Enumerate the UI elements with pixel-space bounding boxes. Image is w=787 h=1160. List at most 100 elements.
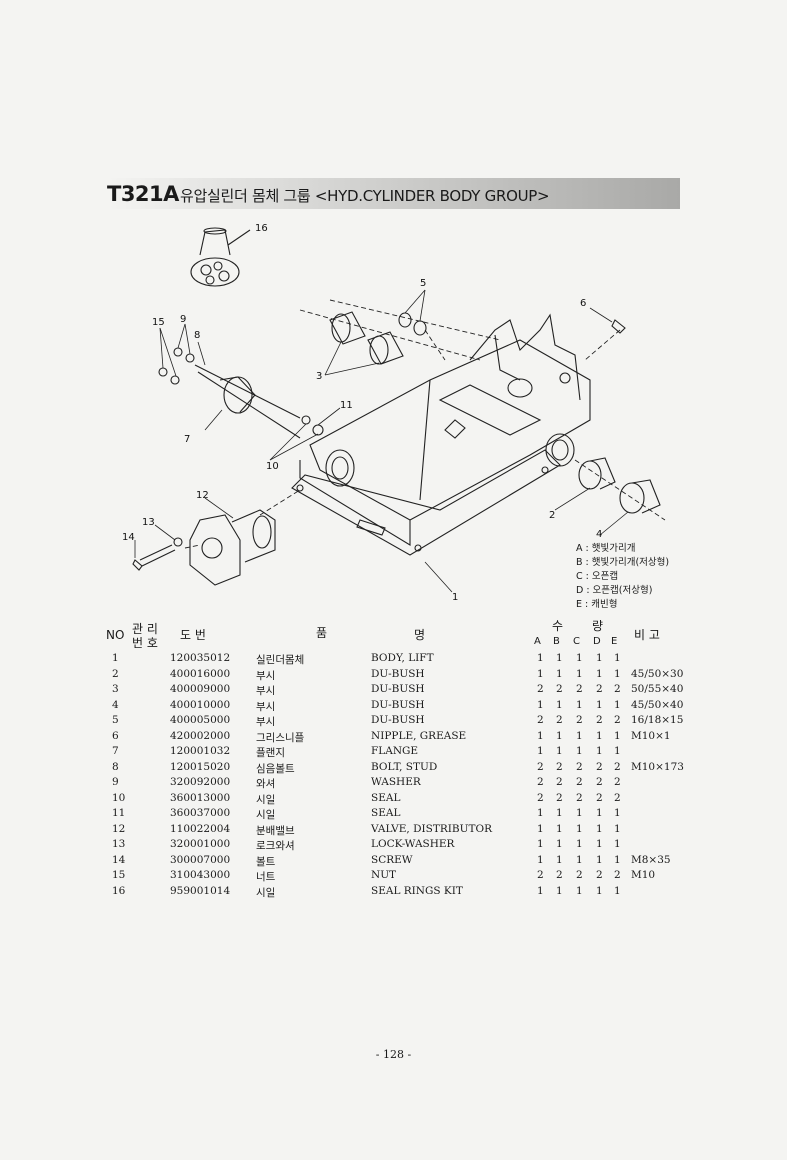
row-qty-c: 1 xyxy=(576,667,583,680)
callout-16: 16 xyxy=(255,223,268,234)
row-name-korean: 시일 xyxy=(256,793,276,806)
row-qty-c: 1 xyxy=(576,729,583,742)
row-qty-b: 1 xyxy=(556,822,563,835)
callout-13: 13 xyxy=(142,517,155,528)
row-drawing-number: 400016000 xyxy=(170,667,231,680)
callout-11: 11 xyxy=(340,400,353,411)
header-variant-d: D xyxy=(593,636,601,647)
row-qty-c: 1 xyxy=(576,807,583,819)
row-number: 8 xyxy=(112,760,119,773)
row-qty-e: 2 xyxy=(614,683,621,695)
row-qty-c: 2 xyxy=(576,714,583,726)
row-qty-c: 1 xyxy=(576,838,583,850)
row-name-korean: 부시 xyxy=(256,669,276,682)
row-name-english: BODY, LIFT xyxy=(371,652,434,664)
row-qty-d: 1 xyxy=(596,652,603,664)
header-bar xyxy=(107,178,680,209)
row-number: 14 xyxy=(112,853,126,866)
row-drawing-number: 420002000 xyxy=(170,729,231,742)
row-qty-d: 1 xyxy=(596,698,603,711)
header-variant-b: B xyxy=(553,636,560,647)
header-name-1: 품 xyxy=(316,626,328,640)
row-qty-c: 1 xyxy=(576,745,583,757)
row-qty-a: 1 xyxy=(537,745,544,757)
row-name-korean: 분배밸브 xyxy=(256,824,295,837)
header-qty-2: 량 xyxy=(592,619,604,633)
row-qty-d: 1 xyxy=(596,884,603,897)
flange-illustration xyxy=(194,364,301,439)
row-qty-d: 2 xyxy=(596,760,603,773)
row-name-english: NUT xyxy=(371,869,397,881)
row-drawing-number: 300007000 xyxy=(170,853,231,866)
row-qty-c: 1 xyxy=(576,884,583,897)
callout-14: 14 xyxy=(122,532,135,543)
row-qty-a: 2 xyxy=(537,683,544,695)
row-qty-a: 1 xyxy=(537,838,544,850)
row-number: 11 xyxy=(112,807,126,819)
row-qty-a: 1 xyxy=(537,884,544,897)
row-drawing-number: 400009000 xyxy=(170,683,231,695)
row-qty-b: 1 xyxy=(556,729,563,742)
distributor-valve-illustration xyxy=(189,509,276,586)
row-number: 1 xyxy=(112,652,119,664)
row-qty-e: 1 xyxy=(614,667,621,680)
row-qty-c: 2 xyxy=(576,776,583,788)
row-name-korean: 부시 xyxy=(256,685,276,697)
row-remark: 50/55×40 xyxy=(631,683,684,695)
row-qty-e: 2 xyxy=(614,760,621,773)
row-qty-e: 1 xyxy=(614,807,621,819)
row-qty-b: 1 xyxy=(556,698,563,711)
row-qty-d: 1 xyxy=(596,729,603,742)
row-name-english: BOLT, STUD xyxy=(371,760,438,773)
row-qty-c: 1 xyxy=(576,652,583,664)
row-qty-b: 1 xyxy=(556,838,563,850)
row-qty-a: 2 xyxy=(537,714,544,726)
row-name-english: NIPPLE, GREASE xyxy=(371,729,467,742)
row-qty-b: 2 xyxy=(556,714,563,726)
row-name-english: SEAL xyxy=(371,807,401,819)
row-qty-e: 1 xyxy=(614,652,621,664)
row-qty-e: 2 xyxy=(614,869,621,881)
row-drawing-number: 400010000 xyxy=(170,698,231,711)
seal-kit-illustration xyxy=(190,227,251,287)
row-qty-d: 2 xyxy=(596,869,603,881)
row-remark: 16/18×15 xyxy=(631,714,684,726)
legend-d: D : 오픈캡(저상형) xyxy=(576,585,653,596)
row-remark: 45/50×30 xyxy=(631,667,684,680)
row-qty-e: 1 xyxy=(614,884,621,897)
row-drawing-number: 120015020 xyxy=(170,760,231,773)
row-qty-b: 1 xyxy=(556,807,563,819)
legend-a: A : 햇빛가리개 xyxy=(576,543,636,554)
cylinder-body-illustration xyxy=(291,313,591,556)
callout-12: 12 xyxy=(196,490,209,501)
row-name-english: WASHER xyxy=(371,776,421,788)
row-qty-e: 2 xyxy=(614,714,621,726)
row-drawing-number: 320001000 xyxy=(170,838,231,850)
header-name-2: 명 xyxy=(414,628,426,642)
group-title: 유압실린더 몸체 그룹 <HYD.CYLINDER BODY GROUP> xyxy=(180,187,550,205)
row-name-korean: 로크와셔 xyxy=(256,840,295,852)
row-drawing-number: 400005000 xyxy=(170,714,231,726)
row-number: 5 xyxy=(112,714,119,726)
row-qty-d: 1 xyxy=(596,667,603,680)
row-drawing-number: 320092000 xyxy=(170,776,231,788)
row-qty-d: 1 xyxy=(596,822,603,835)
header-variant-c: C xyxy=(573,636,580,647)
row-name-english: SEAL RINGS KIT xyxy=(371,884,463,897)
row-qty-d: 1 xyxy=(596,745,603,757)
row-qty-d: 2 xyxy=(596,791,603,804)
row-qty-e: 1 xyxy=(614,853,621,866)
row-name-korean: 플랜지 xyxy=(256,747,285,759)
row-qty-a: 1 xyxy=(537,652,544,664)
row-qty-a: 1 xyxy=(537,667,544,680)
row-number: 16 xyxy=(112,884,126,897)
row-name-korean: 그리스니플 xyxy=(256,731,305,744)
row-number: 9 xyxy=(112,776,119,788)
header-variant-a: A xyxy=(534,636,541,647)
bush-3-illustration xyxy=(329,311,404,365)
row-qty-b: 2 xyxy=(556,683,563,695)
